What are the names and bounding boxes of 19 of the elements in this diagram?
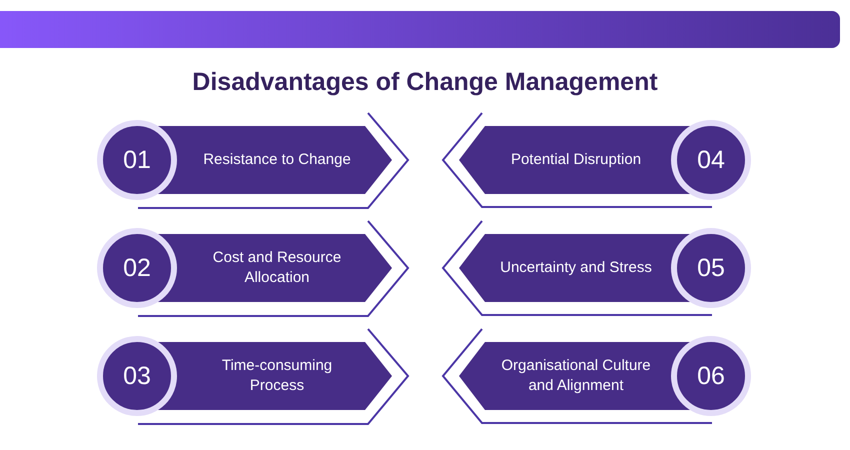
arrow-banner <box>157 234 392 302</box>
item-label: Cost and Resource Allocation <box>212 248 342 288</box>
arrow-banner <box>459 342 691 410</box>
title: Disadvantages of Change Management <box>192 67 658 98</box>
arrow-banner <box>157 342 392 410</box>
item-label: Potential Disruption <box>510 150 642 170</box>
item-number: 01 <box>123 145 151 175</box>
item-number: 05 <box>697 253 725 283</box>
arrow-banner <box>157 126 392 194</box>
item-number: 06 <box>697 361 725 391</box>
item-label: Resistance to Change <box>203 150 351 170</box>
item-number: 03 <box>123 361 151 391</box>
arrow-banner <box>459 234 691 302</box>
item-label: Time-consuming Process <box>220 356 334 396</box>
item-label: Organisational Culture and Alignment <box>500 356 652 396</box>
item-number: 04 <box>697 145 725 175</box>
item-number: 02 <box>123 253 151 283</box>
arrow-banner <box>459 126 691 194</box>
item-label: Uncertainty and Stress <box>500 258 652 278</box>
